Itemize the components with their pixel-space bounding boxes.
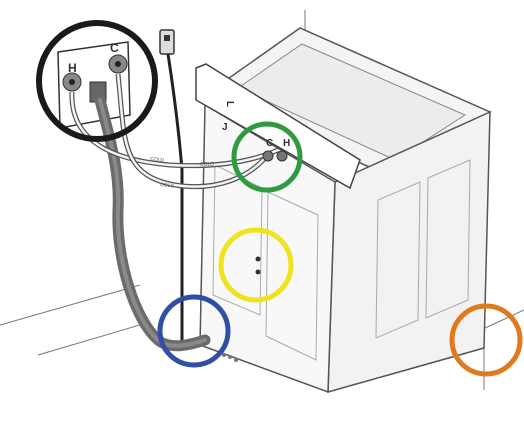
cold-inlet-icon [263, 151, 273, 161]
inlet-label-cold: C [266, 138, 273, 149]
panel-mark-1: L [224, 101, 235, 107]
panel-mark-2: J [222, 122, 228, 133]
hose-print-2: COLD [200, 162, 214, 168]
hose-print-3: COLD [160, 182, 175, 189]
cold-valve-icon [109, 55, 127, 73]
valve-label-cold: C [110, 41, 119, 55]
inlet-label-hot: H [283, 138, 290, 149]
washer: L J [196, 28, 490, 392]
hot-inlet-icon [277, 151, 287, 161]
hot-valve-icon [63, 73, 81, 91]
